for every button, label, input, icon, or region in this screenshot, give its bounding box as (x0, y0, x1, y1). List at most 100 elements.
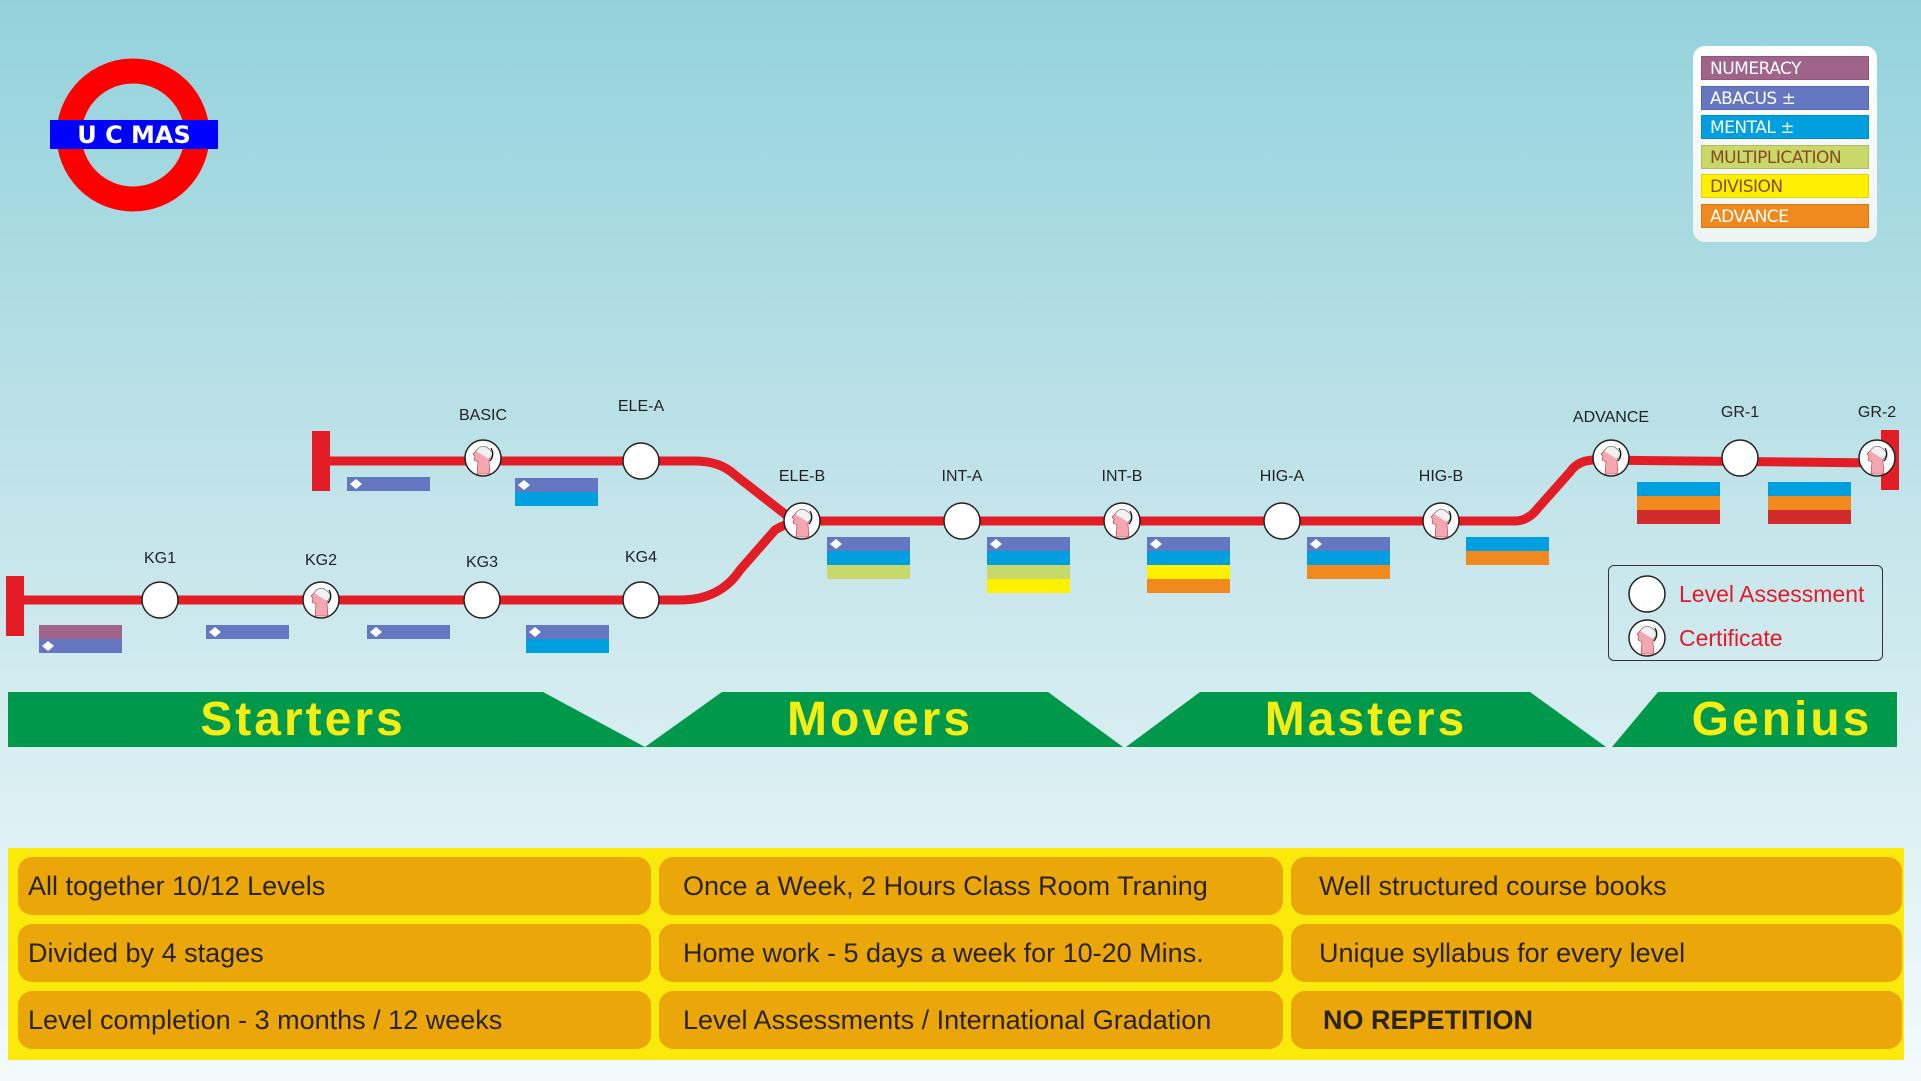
stage-starters (8, 692, 645, 747)
diamond-icon (990, 539, 1002, 549)
route-map: KG1 KG2 KG3 KG4 BASIC ELE-A ELE-B INT-A INT-B HIG… (6, 398, 1899, 653)
subject-stripe-abacus (39, 639, 122, 653)
station-basic[interactable]: BASIC (459, 407, 507, 477)
legend-advance: ADVANCE (1701, 203, 1869, 228)
station-kg3[interactable]: KG3 (463, 554, 501, 619)
subject-stripe-abacus (206, 625, 289, 639)
subject-stripe-mental (1147, 551, 1230, 565)
assessment-circle-icon (141, 581, 179, 619)
subject-block-kg1 (39, 625, 122, 653)
station-label: KG1 (144, 550, 176, 567)
assessment-circle-icon (1721, 439, 1759, 477)
info-assessments: Level Assessments / International Gradat… (659, 991, 1283, 1049)
info-stages: Divided by 4 stages (18, 924, 651, 982)
assessment-circle-icon (943, 502, 981, 540)
assessment-circle-icon (622, 581, 660, 619)
subject-stripe-abacus (515, 478, 598, 492)
subject-block-kg3 (367, 625, 450, 639)
station-label: ADVANCE (1573, 409, 1649, 426)
info-level-completion: Level completion - 3 months / 12 weeks (18, 991, 651, 1049)
station-gr-1[interactable]: GR-1 (1721, 404, 1759, 477)
diamond-icon (529, 627, 541, 637)
subject-stripe-grad (1768, 510, 1851, 524)
stage-genius (1612, 692, 1897, 747)
station-kg1[interactable]: KG1 (141, 550, 179, 619)
assessment-circle-icon (1628, 575, 1666, 613)
station-label: GR-2 (1858, 404, 1896, 421)
info-no-repetition: NO REPETITION (1291, 991, 1902, 1049)
subject-stripe-mental (1466, 537, 1549, 551)
subject-stripe-advance (1466, 551, 1549, 565)
certificate-head-icon (783, 502, 821, 540)
station-label: KG3 (466, 554, 498, 571)
certificate-head-icon (302, 581, 340, 619)
station-int-b[interactable]: INT-B (1102, 468, 1143, 540)
subject-stripe-mental (1307, 551, 1390, 565)
subject-stripe-abacus (347, 477, 430, 491)
subject-legend: NUMERACY ABACUS ± MENTAL ± MULTIPLICATIO… (1693, 46, 1877, 242)
subject-stripe-multiplication (827, 565, 910, 579)
subject-block-ele-a (515, 478, 598, 506)
diamond-icon (1150, 539, 1162, 549)
stage-masters (1126, 692, 1606, 747)
diamond-icon (370, 627, 382, 637)
subject-stripe-mental (827, 551, 910, 565)
subject-stripe-abacus (1307, 537, 1390, 551)
certificate-head-icon (1103, 502, 1141, 540)
diamond-icon (1310, 539, 1322, 549)
subject-stripe-advance (1768, 496, 1851, 510)
subject-block-basic (347, 477, 430, 491)
station-hig-b[interactable]: HIG-B (1419, 468, 1463, 540)
subject-stripe-mental (987, 551, 1070, 565)
station-label: INT-B (1102, 468, 1143, 485)
station-ele-a[interactable]: ELE-A (618, 398, 665, 480)
station-kg4[interactable]: KG4 (622, 549, 660, 619)
certificate-head-icon (464, 439, 502, 477)
info-levels: All together 10/12 Levels (18, 857, 651, 915)
stations: KG1 KG2 KG3 KG4 BASIC ELE-A ELE-B INT-A INT-B HIG… (141, 398, 1896, 619)
legend-division: DIVISION (1701, 174, 1869, 198)
key-certificate-label: Certificate (1679, 624, 1783, 651)
subject-block-kg2 (206, 625, 289, 639)
station-ele-b[interactable]: ELE-B (779, 468, 825, 540)
stage-movers-label: Movers (787, 693, 973, 746)
station-gr-2[interactable]: GR-2 (1858, 404, 1896, 477)
legend-abacus: ABACUS ± (1701, 85, 1869, 110)
station-label: KG2 (305, 552, 337, 569)
subject-stripe-advance (1307, 565, 1390, 579)
assessment-circle-icon (622, 442, 660, 480)
station-kg2[interactable]: KG2 (302, 552, 340, 619)
subject-block-ele-b (827, 537, 910, 579)
station-label: ELE-A (618, 398, 665, 415)
station-label: GR-1 (1721, 404, 1759, 421)
diamond-icon (42, 641, 54, 651)
station-hig-a[interactable]: HIG-A (1260, 468, 1305, 540)
station-label: KG4 (625, 549, 657, 566)
subject-stripe-abacus (987, 537, 1070, 551)
stage-masters-label: Masters (1265, 693, 1467, 746)
station-label: HIG-B (1419, 468, 1463, 485)
assessment-circle-icon (1263, 502, 1301, 540)
subject-stripe-abacus (526, 625, 609, 639)
subject-stripe-mental (1637, 482, 1720, 496)
stage-banner: Starters Movers Masters Genius (8, 692, 1897, 747)
subject-stripe-mental (1768, 482, 1851, 496)
subject-stripe-mental (526, 639, 609, 653)
diamond-icon (830, 539, 842, 549)
assessment-circle-icon (463, 581, 501, 619)
diamond-icon (518, 480, 530, 490)
subject-block-advance (1637, 482, 1720, 524)
station-int-a[interactable]: INT-A (942, 468, 983, 540)
station-advance[interactable]: ADVANCE (1573, 409, 1649, 477)
ucmas-logo: U C MAS (50, 58, 218, 212)
subject-stripe-numeracy (39, 625, 122, 639)
subject-stripe-multiplication (987, 565, 1070, 579)
subject-stripe-division (987, 579, 1070, 593)
logo-text: U C MAS (77, 121, 191, 149)
line-terminus-start (6, 576, 24, 636)
info-syllabus: Unique syllabus for every level (1291, 924, 1902, 982)
station-label: BASIC (459, 407, 507, 424)
subject-block-hig-a (1307, 537, 1390, 579)
stage-movers (645, 692, 1123, 747)
station-label: INT-A (942, 468, 983, 485)
